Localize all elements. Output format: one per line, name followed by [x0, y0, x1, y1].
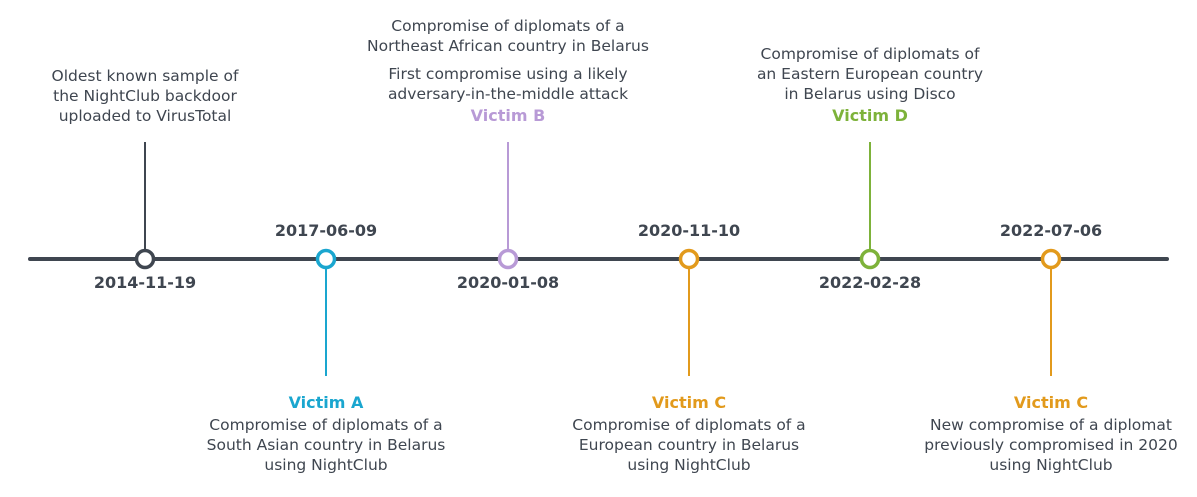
event-description-extra-2: First compromise using a likely adversary… [358, 64, 658, 104]
victim-label-3: Victim C [651, 393, 727, 412]
event-date-1: 2017-06-09 [274, 221, 378, 240]
event-marker-3 [678, 248, 700, 270]
event-date-0: 2014-11-19 [93, 273, 197, 292]
event-date-4: 2022-02-28 [818, 273, 922, 292]
event-description-4: Compromise of diplomats of an Eastern Eur… [720, 44, 1020, 104]
event-description-4-line: Compromise of diplomats of [760, 45, 980, 63]
event-marker-2 [497, 248, 519, 270]
victim-label-2: Victim B [470, 106, 546, 125]
event-marker-4 [859, 248, 881, 270]
event-description-3-line: European country in Belarus [578, 436, 800, 454]
event-description-3: Compromise of diplomats of a European cou… [539, 415, 839, 475]
event-description-4-line: an Eastern European country [756, 65, 984, 83]
victim-label-5: Victim C [1013, 393, 1089, 412]
event-description-5: New compromise of a diplomat previously c… [901, 415, 1197, 475]
event-date-5: 2022-07-06 [999, 221, 1103, 240]
event-description-3-line: using NightClub [627, 456, 751, 474]
event-description-1: Compromise of diplomats of a South Asian … [176, 415, 476, 475]
victim-label-1: Victim A [288, 393, 364, 412]
event-marker-1 [315, 248, 337, 270]
event-description-5-line: New compromise of a diplomat [930, 416, 1172, 434]
event-description-4-line: in Belarus using Disco [784, 85, 956, 103]
event-description-extra-2-line: First compromise using a likely [388, 65, 628, 83]
event-marker-0 [134, 248, 156, 270]
event-description-2-line: Northeast African country in Belarus [367, 37, 649, 55]
event-date-2: 2020-01-08 [456, 273, 560, 292]
event-description-5-line: using NightClub [989, 456, 1113, 474]
event-description-0-line: the NightClub backdoor [53, 87, 237, 105]
event-description-extra-2-line: adversary-in-the-middle attack [387, 85, 629, 103]
event-description-5-line: previously compromised in 2020 [924, 436, 1178, 454]
event-description-0-line: Oldest known sample of [51, 67, 239, 85]
event-description-1-line: using NightClub [264, 456, 388, 474]
event-description-1-line: Compromise of diplomats of a [209, 416, 443, 434]
event-description-3-line: Compromise of diplomats of a [572, 416, 806, 434]
event-description-1-line: South Asian country in Belarus [206, 436, 446, 454]
event-description-2: Compromise of diplomats of a Northeast Af… [358, 16, 658, 56]
event-date-3: 2020-11-10 [637, 221, 741, 240]
event-description-2-line: Compromise of diplomats of a [391, 17, 625, 35]
event-marker-5 [1040, 248, 1062, 270]
event-description-0: Oldest known sample of the NightClub back… [0, 66, 295, 126]
victim-label-4: Victim D [832, 106, 908, 125]
event-description-0-line: uploaded to VirusTotal [58, 107, 232, 125]
